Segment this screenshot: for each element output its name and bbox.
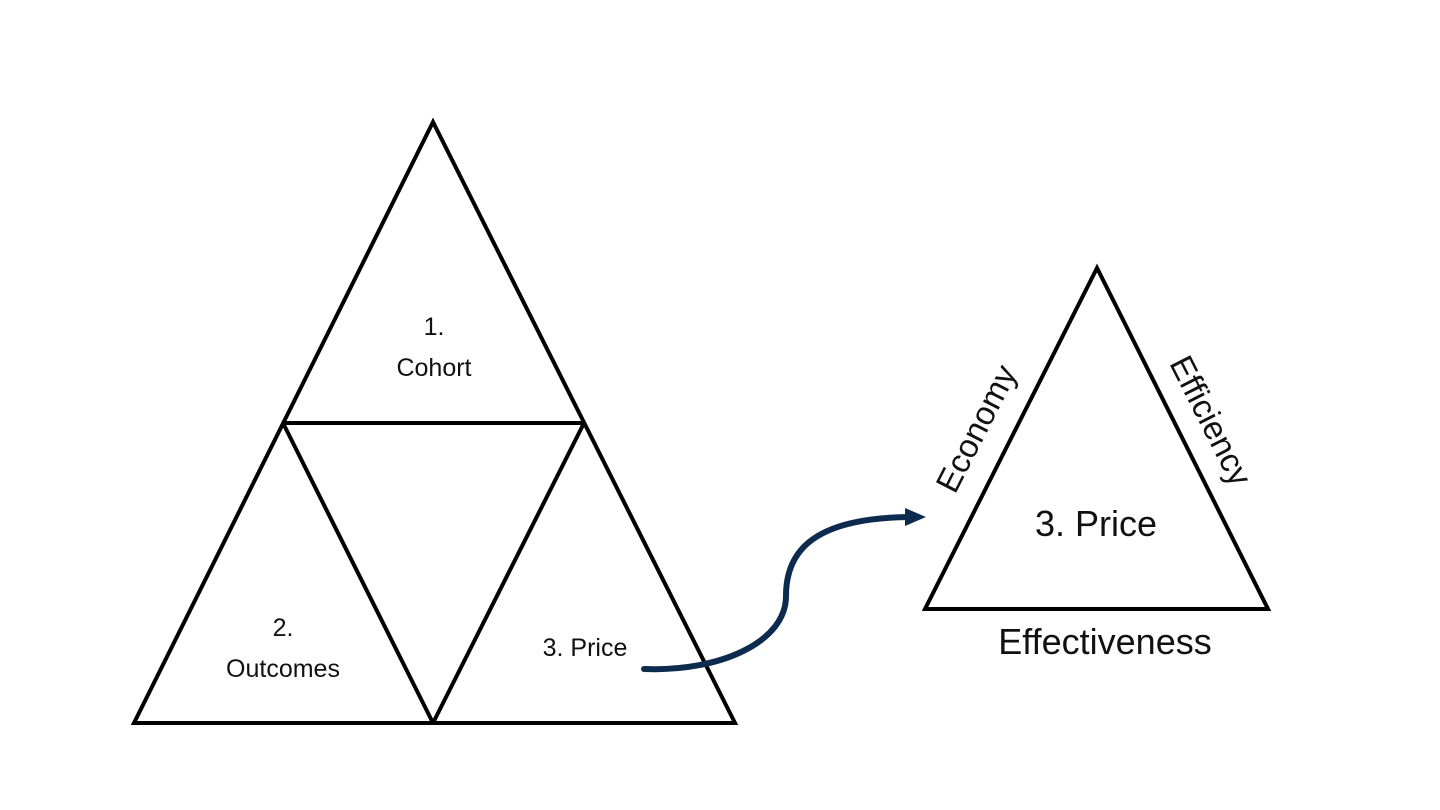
- effectiveness-label: Effectiveness: [998, 621, 1212, 662]
- big-pyramid-divider-right: [431, 422, 586, 724]
- connector-arrow-head: [905, 508, 926, 526]
- price-section-label: 3. Price: [542, 634, 628, 662]
- outcomes-label: Outcomes: [226, 655, 340, 683]
- cohort-label: Cohort: [396, 354, 472, 382]
- big-pyramid-divider-left: [281, 422, 435, 724]
- outcomes-number: 2.: [272, 614, 294, 642]
- small-triangle-price-label: 3. Price: [1034, 503, 1158, 544]
- small-triangle-outline: [921, 263, 1272, 611]
- cohort-number: 1.: [423, 313, 445, 341]
- connector-arrow: [641, 514, 913, 673]
